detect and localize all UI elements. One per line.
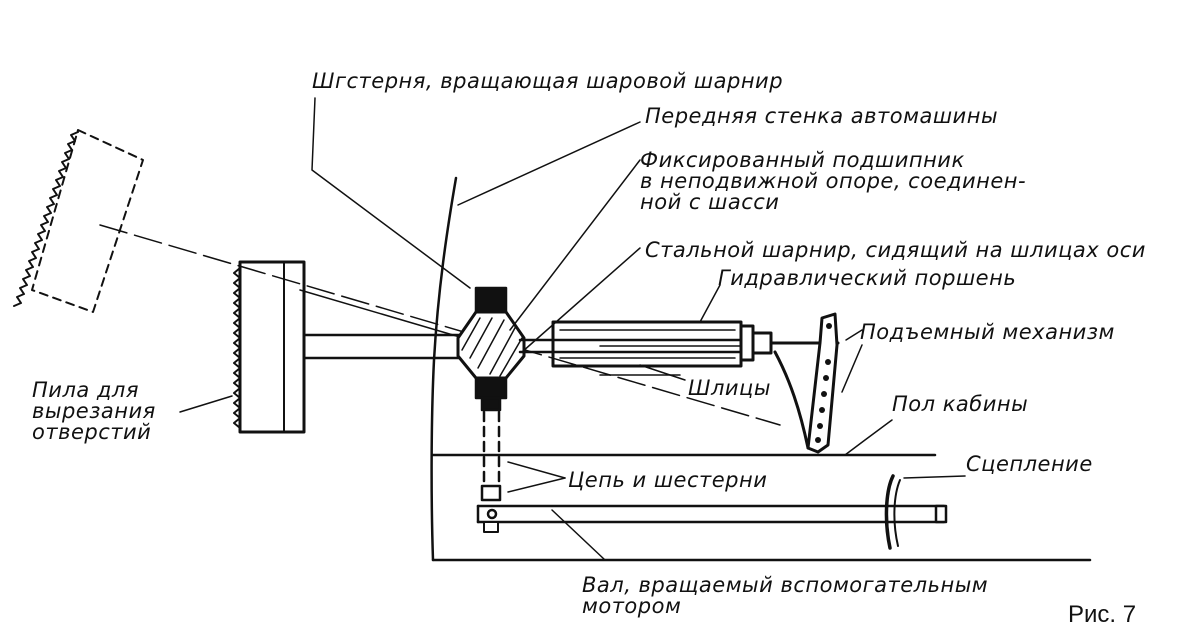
chain [482, 410, 501, 487]
saw-alt-position [31, 129, 144, 313]
label-steel-joint: Стальной шарнир, сидящий на шлицах оси [645, 238, 1146, 262]
hydraulic-cylinder [551, 320, 743, 368]
saw-alt-teeth [13, 131, 79, 307]
lifting-mechanism [806, 312, 839, 454]
label-shaft: Вал, вращаемый вспомогательным мотором [582, 573, 989, 618]
label-splines: Шлицы [688, 376, 771, 400]
saw-teeth [233, 267, 241, 429]
label-lifting-mechanism: Подъемный механизм [860, 320, 1115, 344]
label-front-wall: Передняя стенка автомашины [645, 104, 999, 128]
label-hydraulic-piston: Гидравлический поршень [718, 266, 1017, 290]
figure-caption: Рис. 7 [1068, 601, 1137, 628]
label-gear-ball-joint: Шгстерня, вращающая шаровой шарнир [312, 69, 784, 93]
piston-end-cap [739, 324, 755, 362]
front-wall [430, 176, 458, 562]
label-chain-gears: Цепь и шестерни [568, 468, 768, 492]
saw-disc [238, 260, 306, 434]
label-clutch: Сцепление [966, 452, 1093, 476]
label-fixed-bearing: Фиксированный подшипник в неподвижной оп… [640, 148, 1027, 214]
lower-gear [480, 484, 502, 502]
clutch [884, 474, 895, 550]
ball-joint-gear-top [474, 286, 508, 316]
label-cabin-floor: Пол кабины [892, 392, 1029, 416]
alt-axis-line [99, 224, 781, 426]
label-saw: Пила для вырезания отверстий [32, 378, 156, 444]
